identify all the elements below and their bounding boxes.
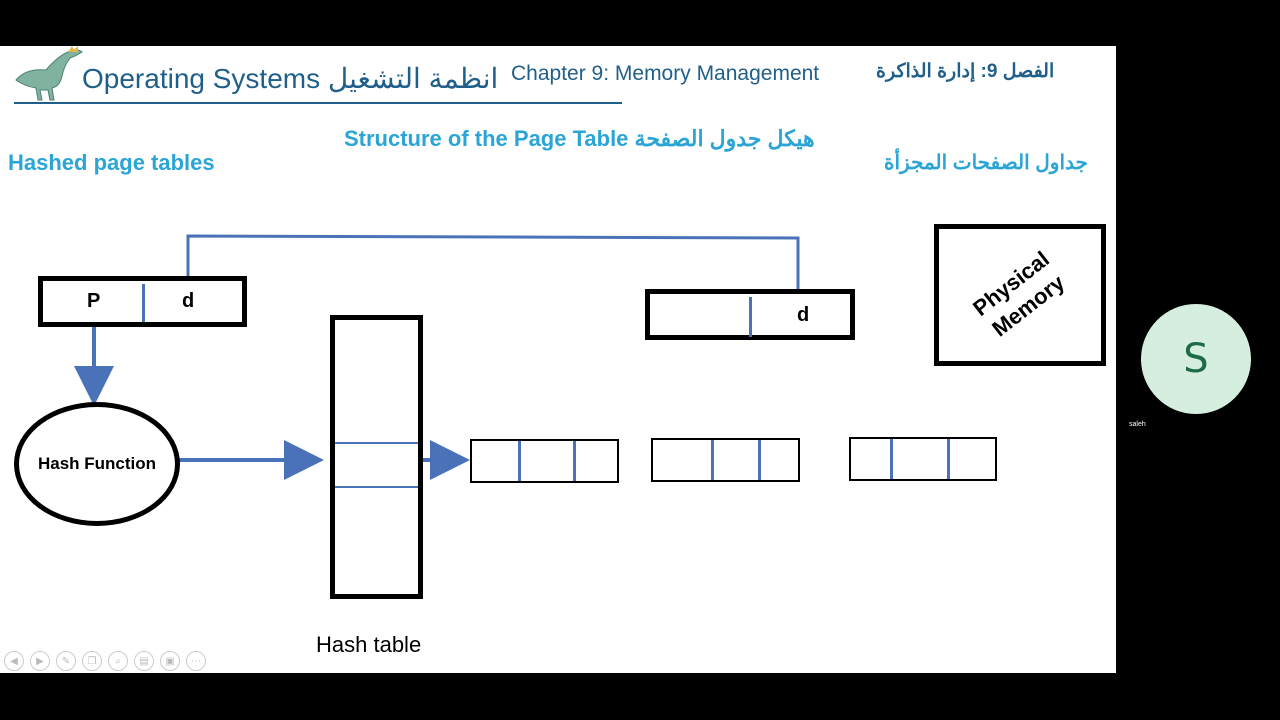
heading-structure-page-table: Structure of the Page Table هيكل جدول ال… [344,126,815,151]
physical-offset-label: d [797,304,810,326]
chain-entry [849,437,997,481]
participant-name: saleh [1129,421,1146,428]
pen-icon[interactable]: ✎ [56,651,76,671]
heading-hashed-page-tables: Hashed page tables [8,150,215,175]
more-icon[interactable]: ⋯ [186,651,206,671]
chapter-title: Chapter 9: Memory Management [511,62,820,85]
prev-icon[interactable]: ◀ [4,651,24,671]
copy-icon[interactable]: ❐ [82,651,102,671]
hash-function-node: Hash Function [14,402,180,526]
physical-address-box: d [645,289,855,340]
physical-memory-box: Physical Memory [934,224,1106,366]
subtitle-icon[interactable]: ▤ [134,651,154,671]
chapter-title-arabic: الفصل 9: إدارة الذاكرة [876,61,1055,82]
chain-entry [651,438,800,482]
zoom-icon[interactable]: ⌕ [108,651,128,671]
hash-table-label: Hash table [316,632,422,657]
heading-hashed-page-tables-arabic: جداول الصفحات المجزأة [884,152,1088,174]
physical-memory-label: Physical Memory [968,245,1073,344]
slide: Operating Systems انظمة التشغيل Chapter … [0,46,1116,673]
logical-page-label: P [87,290,101,312]
camera-icon[interactable]: ▣ [160,651,180,671]
hash-table-slot-bottom [335,486,418,488]
d-offset-connector [186,234,800,294]
dinosaur-logo-icon [15,46,83,101]
chain-entry [470,439,619,483]
diagram-connectors [74,234,800,480]
hash-table-box [330,315,423,599]
logical-address-divider [142,284,145,322]
presentation-toolbar: ◀ ▶ ✎ ❐ ⌕ ▤ ▣ ⋯ [4,651,206,671]
play-icon[interactable]: ▶ [30,651,50,671]
participant-avatar[interactable]: S [1141,304,1251,414]
hash-function-label: Hash Function [37,454,157,473]
logical-address-box: P d [38,276,247,327]
presentation-title: Operating Systems انظمة التشغيل [82,63,499,94]
physical-address-divider [749,297,752,337]
hash-table-slot-top [335,442,418,444]
logical-offset-label: d [182,290,195,312]
header-underline [14,102,622,104]
participant-initial: S [1183,336,1209,382]
